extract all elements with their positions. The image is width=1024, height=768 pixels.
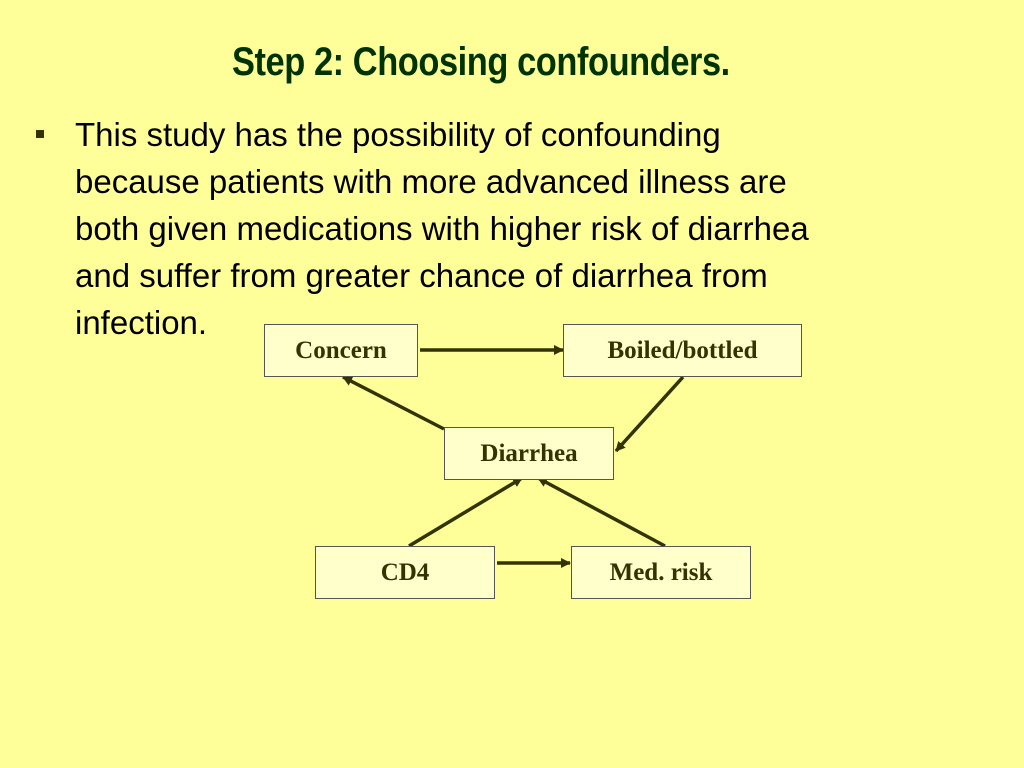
node-label: Diarrhea bbox=[480, 439, 578, 467]
bullet-line: because patients with more advanced illn… bbox=[75, 163, 787, 200]
bullet-square-icon bbox=[36, 130, 44, 138]
node-label: Concern bbox=[295, 336, 387, 364]
bullet-line: and suffer from greater chance of diarrh… bbox=[75, 257, 768, 294]
arrow-medrisk-to-diarrhea bbox=[537, 476, 666, 548]
arrow-boiled-to-diarrhea bbox=[614, 375, 685, 453]
bullet-line: infection. bbox=[75, 304, 208, 341]
node-med-risk: Med. risk bbox=[571, 546, 751, 599]
bullet-line: This study has the possibility of confou… bbox=[75, 116, 721, 153]
node-label: CD4 bbox=[380, 558, 430, 586]
arrow-cd4-to-diarrhea bbox=[408, 476, 523, 548]
bullet-line: both given medications with higher risk … bbox=[75, 210, 809, 247]
bullet-text: This study has the possibility of confou… bbox=[75, 111, 975, 346]
node-concern: Concern bbox=[264, 324, 418, 377]
node-diarrhea: Diarrhea bbox=[444, 427, 614, 480]
arrow-diarrhea-to-concern bbox=[342, 375, 445, 431]
node-cd4: CD4 bbox=[315, 546, 495, 599]
slide-title: Step 2: Choosing confounders. bbox=[232, 40, 730, 84]
node-boiled-bottled: Boiled/bottled bbox=[563, 324, 802, 377]
node-label: Med. risk bbox=[609, 558, 713, 586]
node-label: Boiled/bottled bbox=[607, 336, 758, 364]
